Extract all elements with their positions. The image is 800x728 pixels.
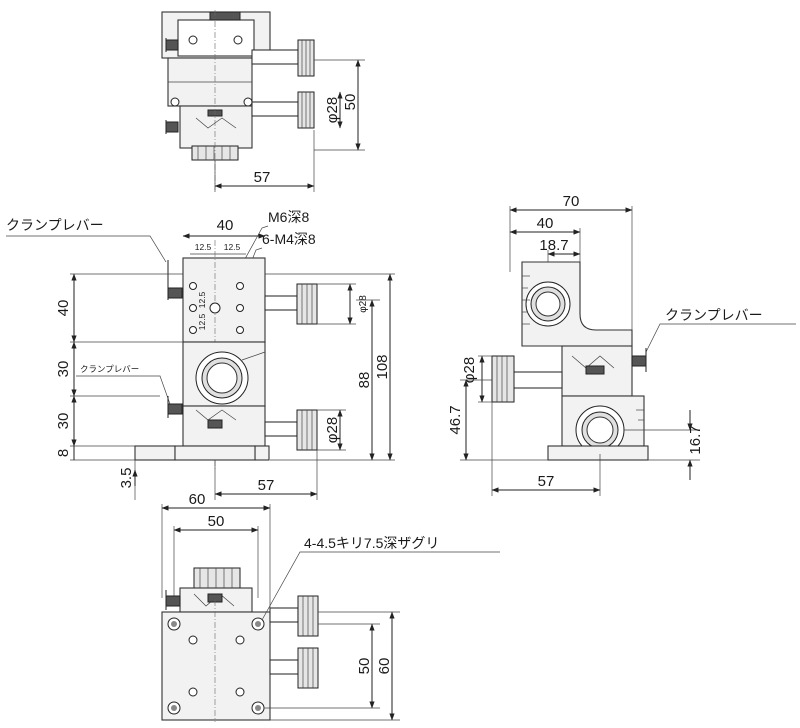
front-dim-30-b: 30 (55, 413, 72, 430)
front-dim-88: 88 (356, 372, 373, 389)
side-dim-70: 70 (563, 193, 580, 210)
front-dim-30-a: 30 (55, 361, 72, 378)
side-view: 70 40 18.7 クランプレバー (447, 193, 796, 496)
top-dim-phi28: φ28 (324, 97, 341, 123)
front-dim-phi28-small: φ28 (358, 295, 369, 313)
bottom-counterbore-label: 4-4.5キリ7.5深ザグリ (304, 535, 439, 551)
front-clamp-lever-small: クランプレバー (80, 364, 139, 374)
bottom-dim-50: 50 (208, 513, 225, 530)
front-view: クランプレバー 40 12.5 12.5 M6深8 6-M4深8 12.5 12… (6, 209, 395, 500)
side-dim-57: 57 (538, 473, 555, 490)
front-dim-12-5-c: 12.5 (197, 291, 207, 308)
front-dim-12-5-a: 12.5 (195, 242, 212, 252)
top-dim-50: 50 (342, 94, 359, 111)
side-clamp-lever-label: クランプレバー (665, 307, 763, 323)
front-dim-57: 57 (258, 477, 275, 494)
front-dim-108: 108 (374, 354, 391, 379)
bottom-dim-60: 60 (189, 491, 206, 508)
bottom-dim-60-v: 60 (376, 658, 393, 675)
top-dim-57: 57 (254, 169, 271, 186)
front-dim-12-5-b: 12.5 (224, 242, 241, 252)
side-dim-40: 40 (537, 215, 554, 232)
bottom-view: 60 50 4-4.5キリ7.5深ザグリ (161, 491, 500, 722)
side-dim-18-7: 18.7 (539, 237, 568, 254)
side-dim-16-7: 16.7 (687, 425, 704, 454)
front-m4-label: 6-M4深8 (262, 231, 316, 247)
front-dim-phi28: φ28 (324, 417, 341, 443)
top-view: 57 50 φ28 (161, 10, 365, 192)
front-dim-8: 8 (55, 449, 72, 457)
front-dim-12-5-d: 12.5 (197, 313, 207, 330)
side-dim-phi28: φ28 (461, 357, 478, 383)
front-clamp-lever-label: クランプレバー (6, 217, 104, 233)
front-dim-40-side: 40 (55, 300, 72, 317)
front-m6-label: M6深8 (268, 209, 309, 225)
bottom-dim-50-v: 50 (356, 658, 373, 675)
side-dim-46-7: 46.7 (447, 405, 464, 434)
front-dim-3-5: 3.5 (118, 468, 135, 489)
front-dim-40-top: 40 (217, 217, 234, 234)
